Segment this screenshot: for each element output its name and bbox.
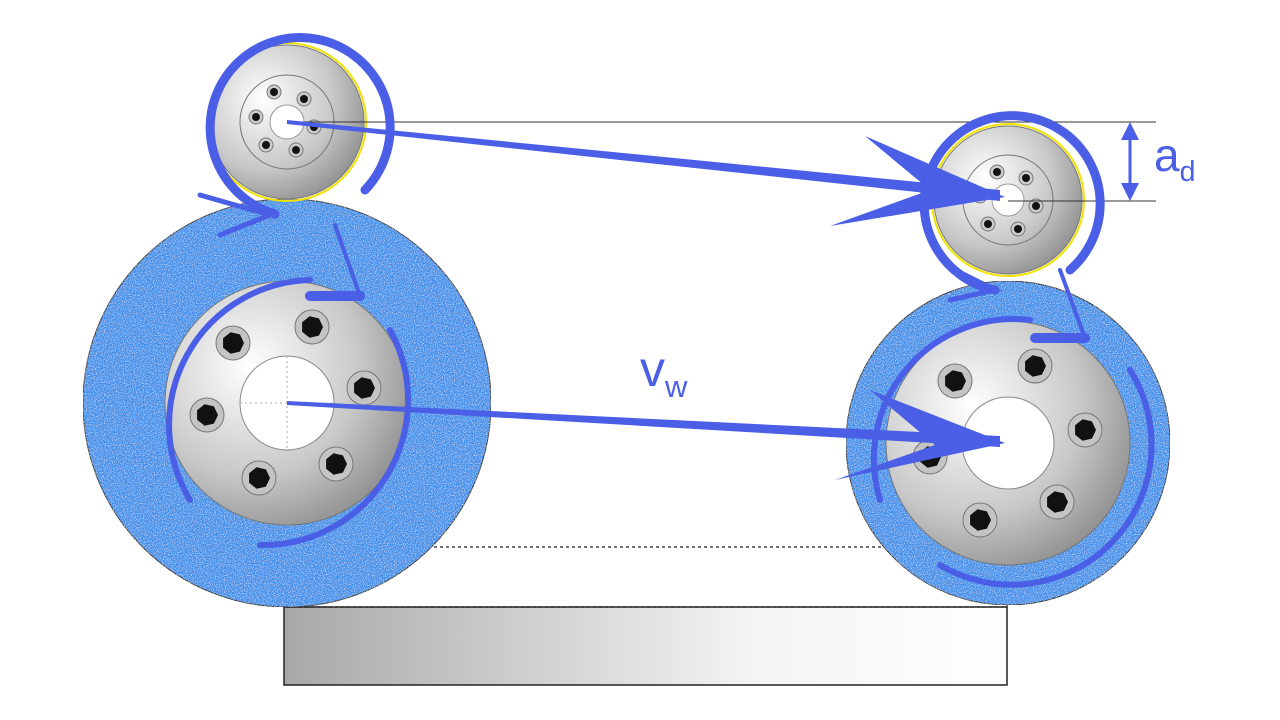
infeed-label-ad: ad xyxy=(1154,128,1195,189)
feed-arrow-wheel xyxy=(287,390,1005,480)
label-main: a xyxy=(1154,129,1180,181)
rotation-arrows xyxy=(166,33,1155,588)
workpiece xyxy=(283,606,1008,686)
label-subscript: d xyxy=(1179,155,1196,188)
feed-arrow-dresser xyxy=(287,120,1005,226)
speed-label-vw: vw xyxy=(640,340,687,405)
label-main: v xyxy=(640,341,665,397)
infeed-dimension xyxy=(287,121,1156,202)
grinding-wheel-end xyxy=(845,280,1171,606)
label-subscript: w xyxy=(665,368,688,404)
infeed-double-arrow-icon xyxy=(1121,122,1139,201)
